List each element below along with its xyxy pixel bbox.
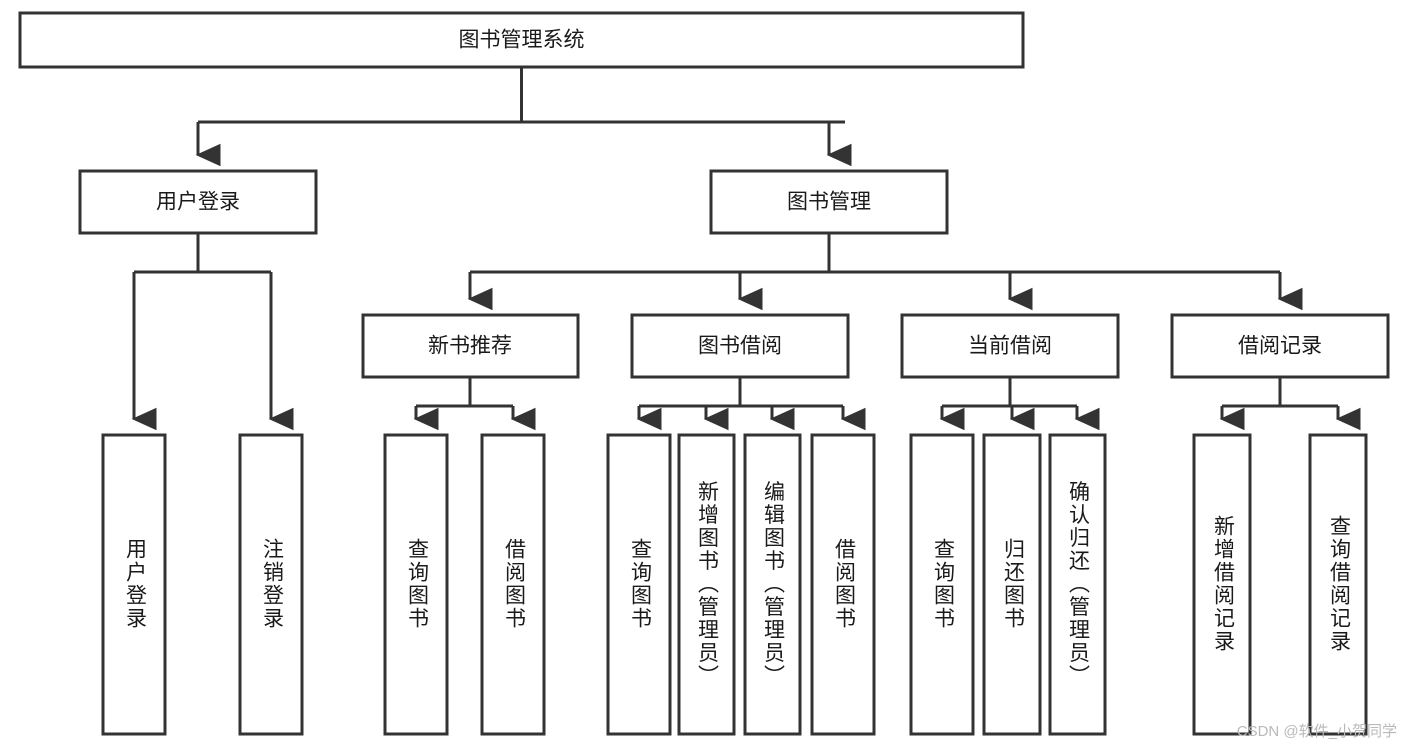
borrow-record-label: 借阅记录: [1238, 335, 1322, 358]
leaf-user-login-label: 用户登录: [123, 538, 147, 630]
node-leaf-borrow-book-1[interactable]: 借阅图书: [480, 433, 546, 736]
node-leaf-return-book[interactable]: 归还图书: [982, 433, 1042, 736]
leaf-query-book-1-box[interactable]: [383, 433, 449, 736]
node-leaf-borrow-book-2[interactable]: 借阅图书: [810, 433, 876, 736]
new-book-recommend-box[interactable]: [361, 313, 580, 379]
leaf-edit-book-label: 编辑图书（管理员）: [761, 481, 785, 688]
leaf-edit-book-box[interactable]: [743, 433, 802, 736]
node-book-borrow[interactable]: 图书借阅: [630, 313, 850, 379]
leaf-query-book-2-label: 查询图书: [628, 538, 652, 630]
leaf-query-book-3-box[interactable]: [909, 433, 975, 736]
node-leaf-logout[interactable]: 注销登录: [238, 433, 304, 736]
book-borrow-label: 图书借阅: [698, 335, 782, 358]
book-manage-label: 图书管理: [787, 191, 871, 214]
leaf-return-book-box[interactable]: [982, 433, 1042, 736]
leaf-add-record-label: 新增借阅记录: [1211, 515, 1235, 653]
leaf-confirm-return-box[interactable]: [1048, 433, 1107, 736]
leaf-query-book-3-label: 查询图书: [931, 538, 955, 630]
leaf-return-book-label: 归还图书: [1001, 538, 1025, 630]
root-label: 图书管理系统: [459, 29, 585, 52]
node-new-book-recommend[interactable]: 新书推荐: [361, 313, 580, 379]
borrow-record-box[interactable]: [1170, 313, 1390, 379]
node-leaf-query-book-3[interactable]: 查询图书: [909, 433, 975, 736]
leaf-confirm-return-label: 确认归还（管理员）: [1066, 481, 1090, 688]
leaf-logout-label: 注销登录: [260, 538, 284, 630]
node-leaf-query-book-1[interactable]: 查询图书: [383, 433, 449, 736]
leaf-query-book-2-box[interactable]: [606, 433, 672, 736]
leaf-borrow-book-1-label: 借阅图书: [502, 538, 526, 630]
current-borrow-box[interactable]: [900, 313, 1120, 379]
leaf-user-login-box[interactable]: [101, 433, 167, 736]
node-borrow-record[interactable]: 借阅记录: [1170, 313, 1390, 379]
leaf-borrow-book-1-box[interactable]: [480, 433, 546, 736]
node-leaf-query-book-2[interactable]: 查询图书: [606, 433, 672, 736]
leaf-borrow-book-2-box[interactable]: [810, 433, 876, 736]
book-manage-box[interactable]: [709, 169, 949, 235]
leaf-logout-box[interactable]: [238, 433, 304, 736]
node-leaf-edit-book[interactable]: 编辑图书（管理员）: [743, 433, 802, 736]
node-leaf-add-record[interactable]: 新增借阅记录: [1192, 433, 1252, 736]
node-leaf-add-book[interactable]: 新增图书（管理员）: [677, 433, 736, 736]
current-borrow-label: 当前借阅: [968, 335, 1052, 358]
node-book-manage[interactable]: 图书管理: [709, 169, 949, 235]
node-root[interactable]: 图书管理系统: [18, 11, 1025, 69]
node-leaf-user-login[interactable]: 用户登录: [101, 433, 167, 736]
node-user-login[interactable]: 用户登录: [78, 169, 318, 235]
edge-layer: [131, 67, 1361, 431]
book-borrow-box[interactable]: [630, 313, 850, 379]
leaf-add-book-box[interactable]: [677, 433, 736, 736]
node-leaf-query-record[interactable]: 查询借阅记录: [1308, 433, 1368, 736]
leaf-query-record-label: 查询借阅记录: [1327, 515, 1351, 653]
user-login-box[interactable]: [78, 169, 318, 235]
leaf-add-record-box[interactable]: [1192, 433, 1252, 736]
new-book-recommend-label: 新书推荐: [428, 335, 512, 358]
node-leaf-confirm-return[interactable]: 确认归还（管理员）: [1048, 433, 1107, 736]
leaf-add-book-label: 新增图书（管理员）: [695, 481, 719, 688]
leaf-query-book-1-label: 查询图书: [405, 538, 429, 630]
root-box[interactable]: [18, 11, 1025, 69]
user-login-label: 用户登录: [156, 191, 240, 214]
leaf-query-record-box[interactable]: [1308, 433, 1368, 736]
leaf-borrow-book-2-label: 借阅图书: [832, 538, 856, 630]
node-current-borrow[interactable]: 当前借阅: [900, 313, 1120, 379]
